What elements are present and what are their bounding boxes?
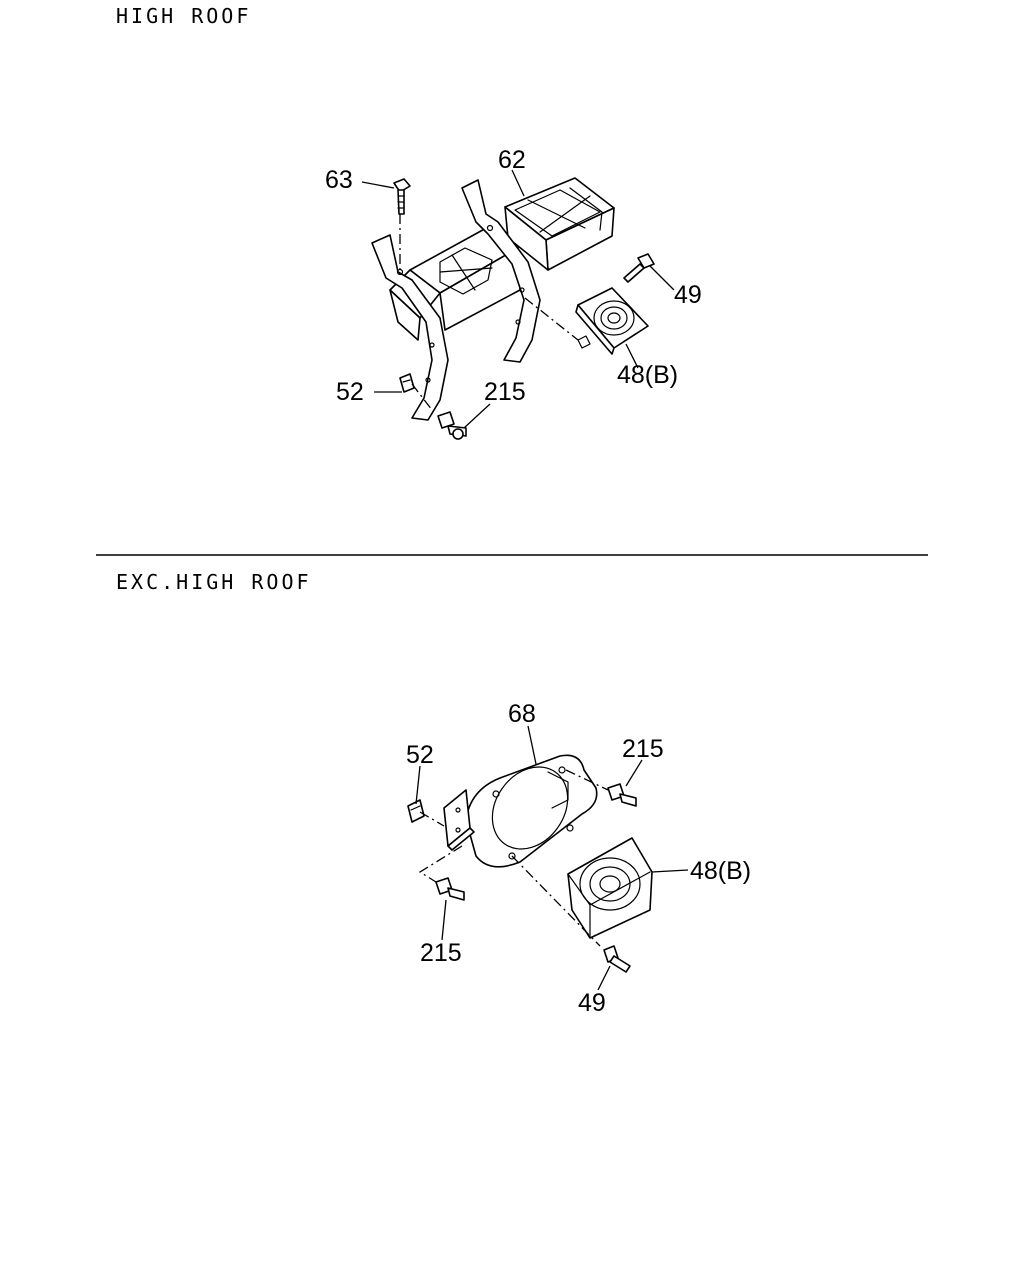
callout-62: 62 — [498, 146, 526, 174]
speaker-48b — [575, 287, 649, 355]
section-title-high-roof: HIGH ROOF — [116, 4, 252, 28]
screw-63 — [393, 178, 411, 215]
screw-49-top — [623, 253, 655, 283]
exc-high-roof-assembly — [407, 725, 689, 991]
bolt-215-top — [437, 411, 467, 440]
l-bracket — [443, 789, 475, 851]
screw-49-bottom — [603, 945, 631, 973]
callout-48b-top: 48(B) — [617, 361, 678, 389]
callout-215-top: 215 — [484, 378, 526, 406]
clip-52-bottom — [407, 799, 425, 823]
callout-215-bottom-lower: 215 — [420, 939, 462, 967]
left-support-arm — [371, 234, 449, 421]
bolt-215-lower — [435, 877, 465, 901]
speaker-box-62 — [504, 177, 615, 271]
speaker-48b-bottom — [567, 837, 653, 939]
callout-52-top: 52 — [336, 378, 364, 406]
high-roof-assembly — [361, 169, 675, 440]
right-support-arm — [461, 179, 541, 363]
callout-48b-bottom: 48(B) — [690, 857, 751, 885]
clip-52-top — [399, 373, 415, 393]
callout-68: 68 — [508, 700, 536, 728]
callout-63: 63 — [325, 166, 353, 194]
mounting-plate-68 — [465, 754, 598, 868]
bolt-215-upper — [607, 783, 637, 807]
callout-52-bottom: 52 — [406, 741, 434, 769]
callout-49-bottom: 49 — [578, 989, 606, 1017]
callout-215-bottom-upper: 215 — [622, 735, 664, 763]
section-title-exc-high-roof: EXC.HIGH ROOF — [116, 570, 312, 594]
callout-49-top: 49 — [674, 281, 702, 309]
